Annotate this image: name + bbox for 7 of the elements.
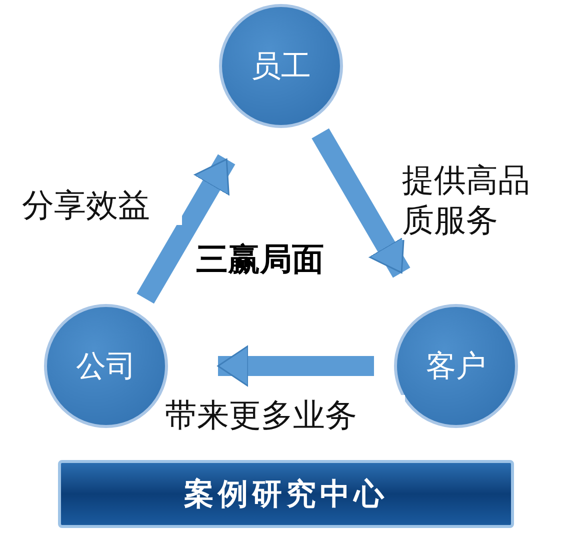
block-arrow: [217, 345, 374, 387]
block-arrow: [312, 128, 410, 278]
circle-node: 员工: [219, 4, 343, 128]
circle-node: 客户: [394, 304, 518, 428]
center-title: 三赢局面: [196, 239, 324, 280]
banner: 案例研究中心: [58, 460, 514, 528]
block-arrow: [136, 154, 236, 304]
